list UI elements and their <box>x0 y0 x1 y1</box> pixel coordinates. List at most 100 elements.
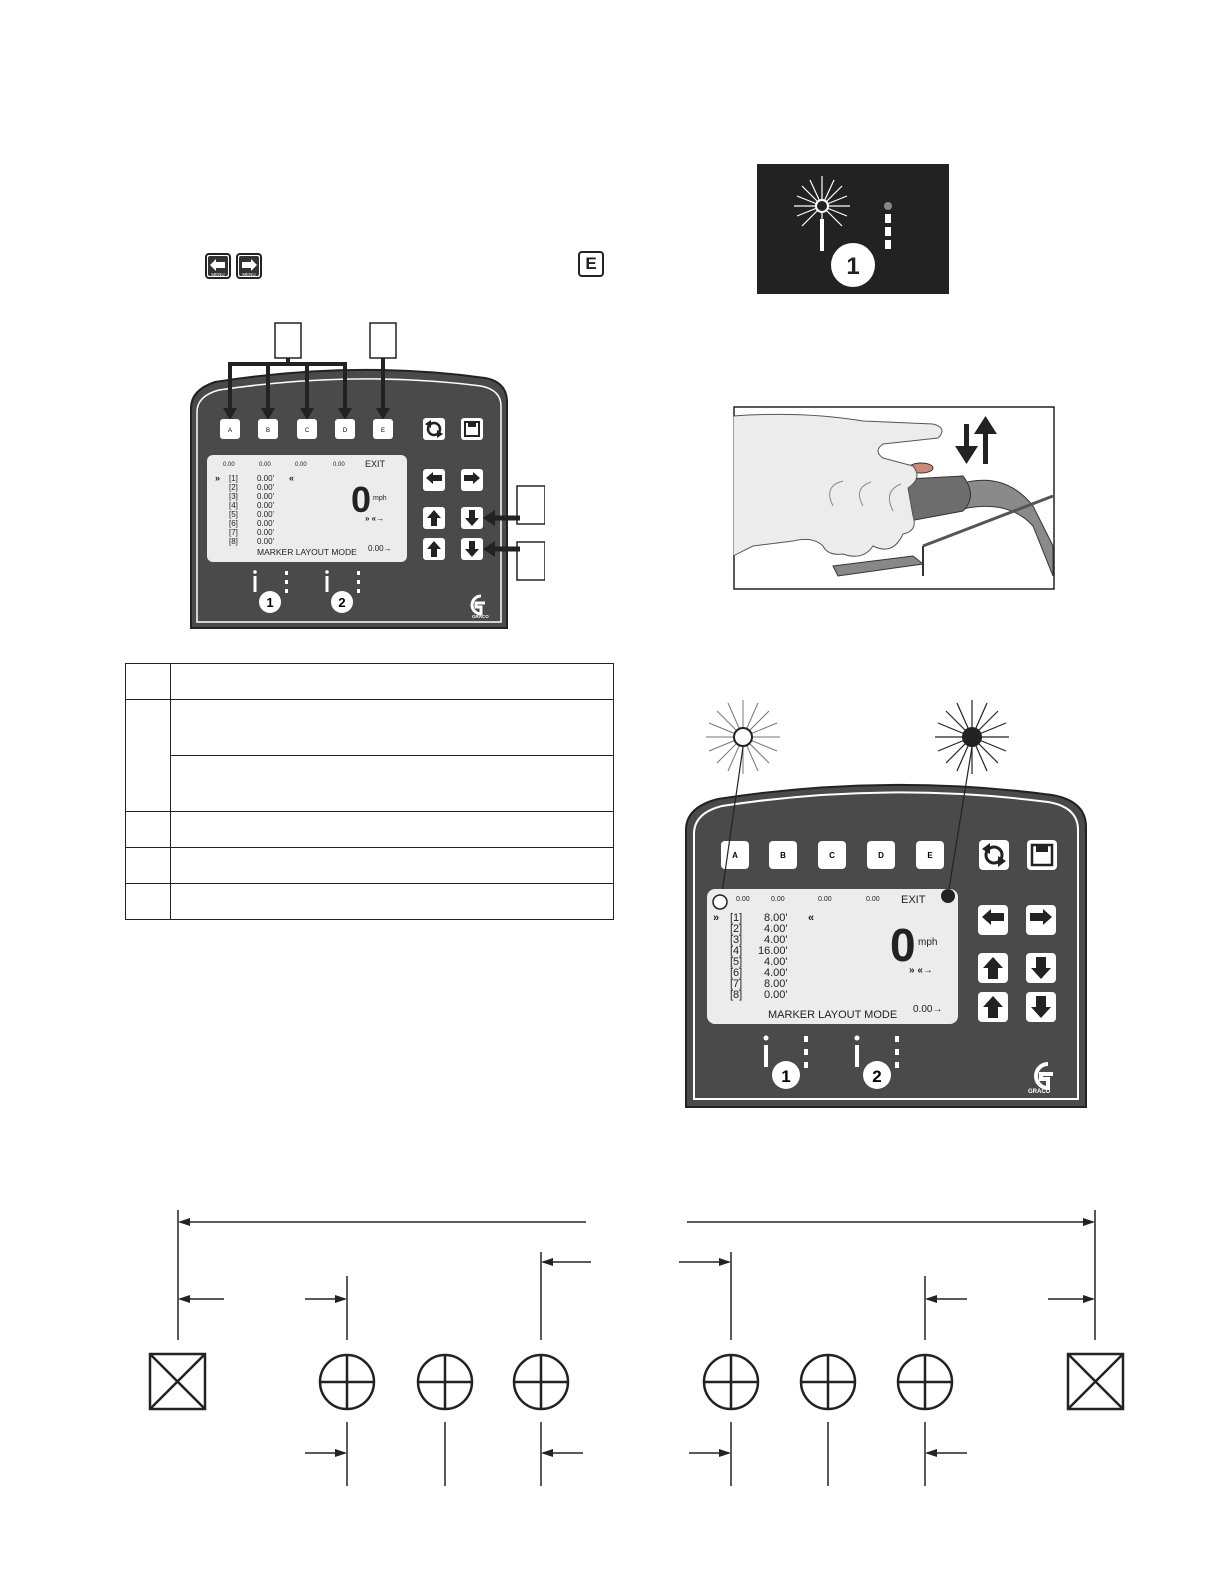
lcd-large-row-value: 4.00' <box>764 956 788 968</box>
lcd-large-row-index: [4] <box>730 945 742 957</box>
lcd-large-mode: MARKER LAYOUT MODE <box>768 1009 897 1021</box>
lcd-small-row-value: 0.00' <box>257 483 275 492</box>
lcd-large-header-1: 0.00 <box>736 896 750 903</box>
up-arrow-icon <box>983 957 1003 979</box>
lcd-small-row-index: [4] <box>229 501 238 510</box>
lcd-large-header-4: 0.00 <box>866 896 880 903</box>
gun-indicator-label: 1 <box>846 253 859 280</box>
right-arrow-icon <box>1030 909 1052 925</box>
lcd-large-row-index: [2] <box>730 923 742 935</box>
softkey-callout-arrows <box>228 358 385 410</box>
gun-2-label: 2 <box>872 1067 881 1086</box>
lcd-large-row-index: [5] <box>730 956 742 968</box>
lcd-small-row-index: [6] <box>229 519 238 528</box>
lcd-small <box>207 455 407 562</box>
softkey-b: B <box>780 851 786 860</box>
lcd-large-exit: EXIT <box>901 894 926 906</box>
handle-trigger-illustration <box>733 406 1055 590</box>
lcd-small-row-value: 0.00' <box>257 474 275 483</box>
softkey-a: A <box>228 428 232 434</box>
nav-keys-large <box>978 905 1056 1022</box>
lcd-large-offset: 0.00→ <box>913 1004 942 1015</box>
lcd-small-row-value: 0.00' <box>257 501 275 510</box>
lcd-small-header-3: 0.00 <box>295 462 307 468</box>
gun-1-label: 1 <box>781 1067 790 1086</box>
lcd-small-header-2: 0.00 <box>259 462 271 468</box>
right-arrow-icon <box>464 472 480 484</box>
refresh-icon <box>979 840 1009 870</box>
softkey-a: A <box>732 851 738 860</box>
svg-text:»: » <box>215 473 220 483</box>
up-arrow-icon <box>983 996 1003 1018</box>
legend-table <box>125 663 614 920</box>
lcd-small-offset: 0.00→ <box>368 544 392 553</box>
down-arrow-icon <box>465 510 479 526</box>
up-arrow-icon <box>427 541 441 557</box>
gun-indicator-panel: 1 <box>757 164 949 294</box>
dimension-arrowheads <box>178 1218 1095 1457</box>
left-arrow-icon <box>426 472 442 484</box>
refresh-icon <box>423 418 445 440</box>
lcd-large-row-value: 8.00' <box>764 912 788 924</box>
lcd-large-row-value: 16.00' <box>758 945 788 957</box>
lcd-small-row-index: [1] <box>229 474 238 483</box>
softkey-d: D <box>343 428 348 434</box>
gun-indicators-large: 1 2 <box>763 1035 899 1089</box>
lcd-small-row-index: [7] <box>229 528 238 537</box>
down-arrow-icon <box>1031 957 1051 979</box>
lcd-large-row-index: [7] <box>730 978 742 990</box>
up-down-arrows-icon <box>955 416 997 464</box>
down-arrow-icon <box>1031 996 1051 1018</box>
lcd-large-row-value: 4.00' <box>764 967 788 979</box>
callout-arrows-right <box>483 510 520 557</box>
svg-text:»: » <box>713 912 719 924</box>
lcd-small-row-index: [8] <box>229 537 238 546</box>
down-arrow-icon <box>465 541 479 557</box>
lcd-large-row-value: 8.00' <box>764 978 788 990</box>
left-arrow-icon <box>982 909 1004 925</box>
lcd-small-header-1: 0.00 <box>223 462 235 468</box>
save-icon <box>461 418 483 440</box>
gun-2-label: 2 <box>338 595 345 610</box>
softkey-c: C <box>305 428 310 434</box>
menu-right-key: MENU <box>236 253 262 279</box>
up-arrow-icon <box>427 510 441 526</box>
softkeys-small: A B C D E <box>220 419 393 439</box>
nav-keys-small <box>423 469 483 560</box>
lcd-large-row-index: [6] <box>730 967 742 979</box>
lcd-small-row-value: 0.00' <box>257 519 275 528</box>
lcd-small-speed-unit: mph <box>373 495 387 502</box>
softkey-b: B <box>266 428 270 434</box>
marker-circles <box>318 1353 954 1411</box>
save-icon <box>1027 840 1057 870</box>
lcd-small-row-index: [5] <box>229 510 238 519</box>
lcd-large-row-value: 4.00' <box>764 923 788 935</box>
svg-text:«: « <box>289 473 294 483</box>
exit-key-icon: E <box>578 251 604 277</box>
lcd-large-row-index: [1] <box>730 912 742 924</box>
lcd-large-row-value: 0.00' <box>764 989 788 1001</box>
end-box-icon <box>1066 1352 1125 1411</box>
lcd-small-row-index: [3] <box>229 492 238 501</box>
svg-text:«: « <box>808 912 814 924</box>
lcd-large-row-value: 4.00' <box>764 934 788 946</box>
callout-box-down-1 <box>516 485 545 525</box>
menu-left-label: MENU <box>211 272 224 277</box>
lcd-small-row-value: 0.00' <box>257 537 275 546</box>
lcd-small-exit: EXIT <box>365 459 386 469</box>
left-arrow-menu-icon: MENU <box>205 253 231 279</box>
console-large-figure: A B C D E 0.00 0.00 0.00 0.00 EXIT » « [… <box>685 700 1087 1108</box>
lcd-large-header-2: 0.00 <box>771 896 785 903</box>
lcd-small-speed: 0 <box>351 479 371 520</box>
softkey-d: D <box>878 851 884 860</box>
end-box-icon <box>148 1352 207 1411</box>
svg-text:» «→: » «→ <box>365 514 384 523</box>
right-arrow-menu-icon: MENU <box>236 253 262 279</box>
marker-layout-diagram <box>148 1210 1125 1486</box>
menu-left-key: MENU <box>205 253 231 279</box>
softkey-e: E <box>381 428 385 434</box>
callout-box-down-2 <box>516 541 545 581</box>
console-small-figure: A B C D E 0.00 0.00 0.00 0.00 EXIT » « [… <box>190 322 545 629</box>
lcd-large-row-index: [3] <box>730 934 742 946</box>
lcd-large-speed: 0 <box>890 919 916 971</box>
